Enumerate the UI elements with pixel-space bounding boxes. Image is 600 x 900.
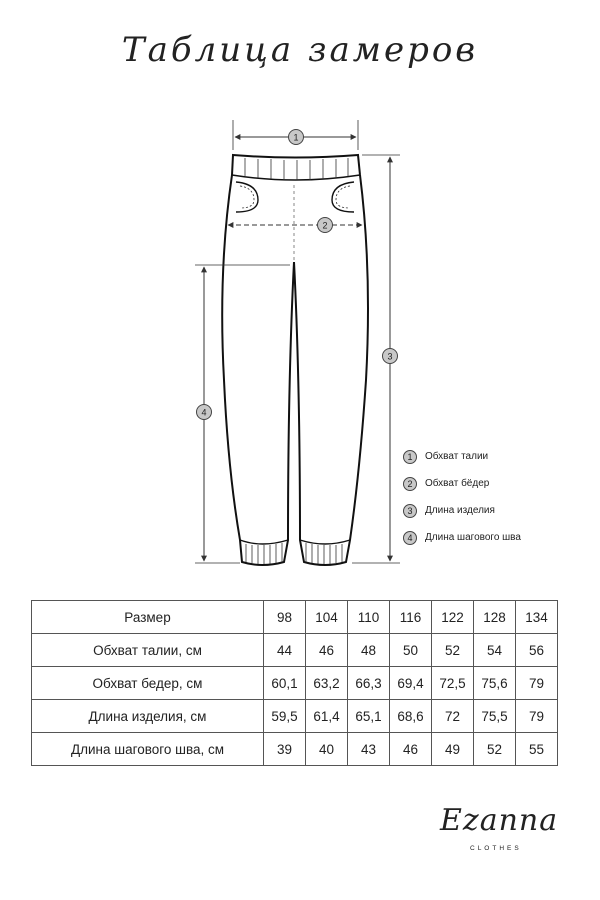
legend-item: 1 Обхват талии — [403, 443, 521, 470]
table-cell: 134 — [515, 600, 558, 634]
svg-text:3: 3 — [387, 352, 392, 362]
marker-3: 3 — [382, 348, 398, 364]
table-cell: 72 — [431, 699, 474, 733]
legend-number: 2 — [403, 476, 417, 491]
table-cell: 75,6 — [473, 666, 516, 700]
page-title: Таблица замеров — [121, 30, 479, 70]
table-cell: 46 — [389, 732, 432, 766]
brand-logo: Ezanna CLOTHES — [430, 795, 570, 875]
table-row-label: Длина изделия, см — [31, 699, 264, 733]
svg-text:1: 1 — [293, 133, 298, 143]
table-cell: 43 — [347, 732, 390, 766]
table-row: Обхват бедер, см 60,1 63,2 66,3 69,4 72,… — [31, 666, 558, 700]
table-cell: 75,5 — [473, 699, 516, 733]
table-cell: 79 — [515, 666, 558, 700]
table-cell: 69,4 — [389, 666, 432, 700]
svg-text:2: 2 — [322, 221, 327, 231]
cuff-ribbing — [245, 543, 343, 564]
table-cell: 55 — [515, 732, 558, 766]
table-row: Обхват талии, см 44 46 48 50 52 54 56 — [31, 633, 558, 667]
logo-wordmark: Ezanna — [440, 803, 559, 838]
table-cell: 40 — [305, 732, 348, 766]
table-row: Длина изделия, см 59,5 61,4 65,1 68,6 72… — [31, 699, 558, 733]
marker-4: 4 — [196, 404, 212, 420]
table-cell: 61,4 — [305, 699, 348, 733]
marker-2: 2 — [317, 217, 333, 233]
table-cell: 50 — [389, 633, 432, 667]
table-cell: 39 — [263, 732, 306, 766]
svg-text:4: 4 — [201, 408, 206, 418]
table-cell: 59,5 — [263, 699, 306, 733]
legend-label: Обхват бёдер — [425, 478, 490, 489]
table-row: Длина шагового шва, см 39 40 43 46 49 52… — [31, 732, 558, 766]
legend-label: Длина изделия — [425, 505, 495, 516]
marker-1: 1 — [288, 129, 304, 145]
table-cell: 60,1 — [263, 666, 306, 700]
table-cell: 65,1 — [347, 699, 390, 733]
logo-subtitle: CLOTHES — [470, 845, 522, 852]
size-table: Размер 98 104 110 116 122 128 134 Обхват… — [31, 600, 558, 766]
table-cell: 72,5 — [431, 666, 474, 700]
table-cell: 66,3 — [347, 666, 390, 700]
table-row-label: Длина шагового шва, см — [31, 732, 264, 766]
legend-item: 2 Обхват бёдер — [403, 470, 521, 497]
table-cell: 68,6 — [389, 699, 432, 733]
table-cell: 52 — [431, 633, 474, 667]
pants-outline — [221, 153, 369, 566]
table-cell: 110 — [347, 600, 390, 634]
legend-number: 3 — [403, 503, 417, 518]
legend-label: Обхват талии — [425, 451, 489, 462]
table-cell: 46 — [305, 633, 348, 667]
legend-number: 1 — [403, 449, 417, 464]
table-cell: 44 — [263, 633, 306, 667]
table-cell: 48 — [347, 633, 390, 667]
measurement-legend: 1 Обхват талии 2 Обхват бёдер 3 Длина из… — [403, 443, 521, 551]
table-cell: 49 — [431, 732, 474, 766]
table-header-row: Размер 98 104 110 116 122 128 134 — [31, 600, 558, 634]
legend-number: 4 — [403, 530, 417, 545]
legend-label: Длина шагового шва — [425, 532, 521, 543]
table-cell: 56 — [515, 633, 558, 667]
table-cell: 63,2 — [305, 666, 348, 700]
table-row-label: Обхват талии, см — [31, 633, 264, 667]
table-row-label: Размер — [31, 600, 264, 634]
table-cell: 79 — [515, 699, 558, 733]
legend-item: 4 Длина шагового шва — [403, 524, 521, 551]
legend-item: 3 Длина изделия — [403, 497, 521, 524]
table-cell: 54 — [473, 633, 516, 667]
table-row-label: Обхват бедер, см — [31, 666, 264, 700]
table-cell: 122 — [431, 600, 474, 634]
table-cell: 116 — [389, 600, 432, 634]
pants-measurement-diagram: 1 2 3 4 — [195, 120, 400, 566]
table-cell: 104 — [305, 600, 348, 634]
waistband-gathers — [244, 158, 349, 180]
table-cell: 128 — [473, 600, 516, 634]
table-cell: 98 — [263, 600, 306, 634]
table-cell: 52 — [473, 732, 516, 766]
